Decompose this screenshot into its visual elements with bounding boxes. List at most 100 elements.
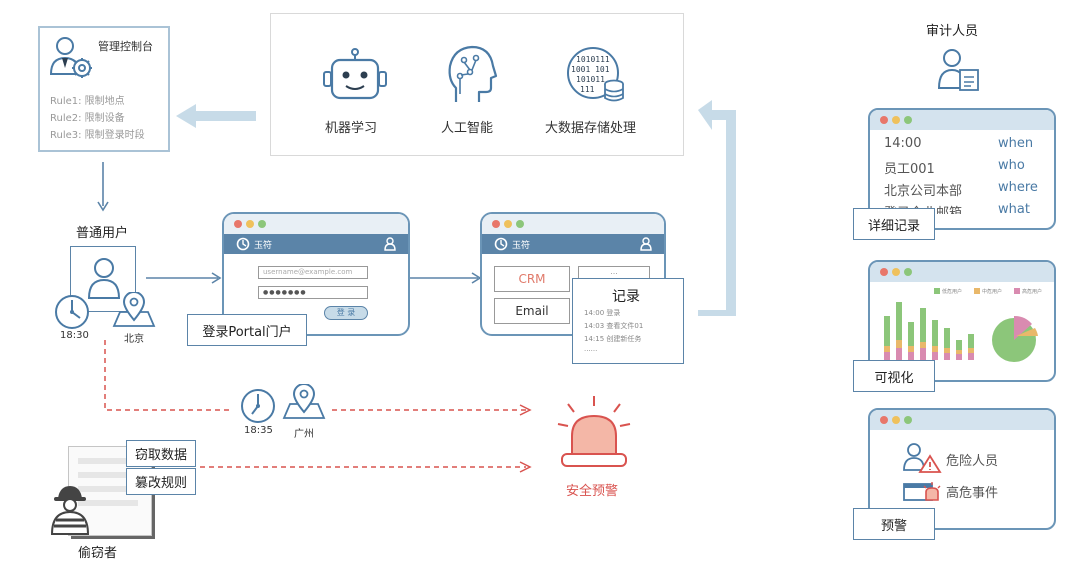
record-title: 记录 <box>612 289 640 305</box>
document-line <box>78 486 138 492</box>
warning-panel-titlebar <box>870 410 1054 430</box>
user-time: 18:30 <box>60 330 89 341</box>
bars <box>884 302 974 360</box>
window-minimize-dot <box>504 220 512 228</box>
svg-text:1010111: 1010111 <box>576 55 610 64</box>
app-email[interactable]: Email <box>494 298 570 324</box>
window-close-dot <box>880 268 888 276</box>
window-close-dot <box>492 220 500 228</box>
legend-low: 低危用户 <box>942 289 963 295</box>
account-icon[interactable] <box>384 237 396 251</box>
window-close-dot <box>880 416 888 424</box>
visual-panel-titlebar <box>870 262 1054 282</box>
robot-icon <box>323 48 387 100</box>
high-risk-event-icon <box>903 482 941 501</box>
auditor-icon <box>937 49 979 91</box>
thief-action-dashed-arrow <box>200 461 532 473</box>
thief-place: 广州 <box>294 429 314 440</box>
legend-mid: 中危用户 <box>982 289 1003 295</box>
normal-user-title: 普通用户 <box>76 226 129 241</box>
user-place: 北京 <box>124 334 144 345</box>
svg-text:111: 111 <box>580 85 595 94</box>
pie <box>992 315 1038 362</box>
rule-3: Rule3: 限制登录时段 <box>50 130 145 141</box>
detail-row-1-key: when <box>998 136 1034 151</box>
detail-row-1-value: 14:00 <box>884 136 922 151</box>
detail-panel-titlebar <box>870 110 1054 130</box>
window-minimize-dot <box>892 268 900 276</box>
arrow-login-to-app <box>410 272 482 284</box>
warning-caption: 预警 <box>853 508 935 540</box>
login-window-header: 玉符 <box>224 234 408 254</box>
rule-2: Rule2: 限制设备 <box>50 113 125 124</box>
app-crm[interactable]: CRM <box>494 266 570 292</box>
window-close-dot <box>234 220 242 228</box>
password-input[interactable]: ●●●●●●● <box>258 286 368 299</box>
legend-swatch-high <box>1014 288 1020 294</box>
login-button[interactable]: 登 录 <box>324 306 368 320</box>
auditor-title: 审计人员 <box>926 24 979 39</box>
record-line-2: 14:03 查看文件01 <box>584 322 644 330</box>
app-window-titlebar <box>482 214 664 234</box>
detail-row-3-value: 北京公司本部 <box>884 184 963 199</box>
admin-user-gear-icon <box>49 37 92 78</box>
feedback-arrow-up <box>698 100 736 316</box>
ai-label-big-data: 大数据存储处理 <box>545 121 637 136</box>
ai-label-machine-learning: 机器学习 <box>325 121 378 136</box>
dangerous-person-icon <box>903 443 942 473</box>
brand-name: 玉符 <box>254 241 273 251</box>
user-avatar-icon <box>87 258 121 299</box>
arrow-user-to-login <box>146 272 222 284</box>
window-maximize-dot <box>904 268 912 276</box>
record-line-4: ...... <box>584 345 598 353</box>
window-minimize-dot <box>246 220 254 228</box>
alarm-siren-icon <box>557 396 631 467</box>
detail-row-2-value: 员工001 <box>884 162 935 177</box>
record-card <box>572 278 684 364</box>
admin-console-title: 管理控制台 <box>98 40 153 53</box>
username-input[interactable]: username@example.com <box>258 266 368 279</box>
record-line-3: 14:15 创建新任务 <box>584 335 642 343</box>
detail-record-caption: 详细记录 <box>853 208 935 240</box>
legend-swatch-mid <box>974 288 980 294</box>
steal-data-action: 窃取数据 <box>126 440 196 467</box>
window-minimize-dot <box>892 116 900 124</box>
window-maximize-dot <box>258 220 266 228</box>
thief-icon <box>50 486 90 535</box>
feedback-arrow-left <box>176 104 256 128</box>
app-more[interactable]: ... <box>578 266 650 280</box>
legend-swatch-low <box>934 288 940 294</box>
high-risk-event-label: 高危事件 <box>946 486 999 501</box>
app-window-header: 玉符 <box>482 234 664 254</box>
login-window-titlebar <box>224 214 408 234</box>
detail-row-4-key: what <box>998 202 1030 217</box>
legend-high: 高危用户 <box>1022 289 1043 295</box>
map-pin-icon <box>112 292 156 327</box>
visualization-caption: 可视化 <box>853 360 935 392</box>
clock-icon <box>55 295 89 329</box>
ai-label-artificial-intelligence: 人工智能 <box>441 121 494 136</box>
svg-text:1001 101: 1001 101 <box>571 65 610 74</box>
document-line <box>78 458 128 464</box>
rule-1: Rule1: 限制地点 <box>50 96 125 107</box>
login-portal-caption: 登录Portal门户 <box>187 314 307 346</box>
document-line <box>78 472 138 478</box>
window-maximize-dot <box>904 416 912 424</box>
arrow-admin-to-user <box>97 162 109 212</box>
stacked-bar-illustration <box>884 302 1038 362</box>
dangerous-person-label: 危险人员 <box>946 454 999 469</box>
thief-clock-icon <box>241 389 275 423</box>
thief-map-pin-icon <box>282 384 326 419</box>
svg-text:101011: 101011 <box>576 75 605 84</box>
alarm-label: 安全预警 <box>566 484 619 499</box>
thief-time: 18:35 <box>244 425 273 436</box>
document-line <box>78 500 138 506</box>
thief-login-dashed-path <box>104 340 532 416</box>
ai-head-icon <box>448 45 498 102</box>
account-icon[interactable] <box>640 237 652 251</box>
big-data-icon: 1010111 1001 101 101011 111 <box>567 47 624 102</box>
thief-label: 偷窃者 <box>78 546 118 561</box>
window-maximize-dot <box>904 116 912 124</box>
window-close-dot <box>880 116 888 124</box>
tamper-rules-action: 篡改规则 <box>126 468 196 495</box>
